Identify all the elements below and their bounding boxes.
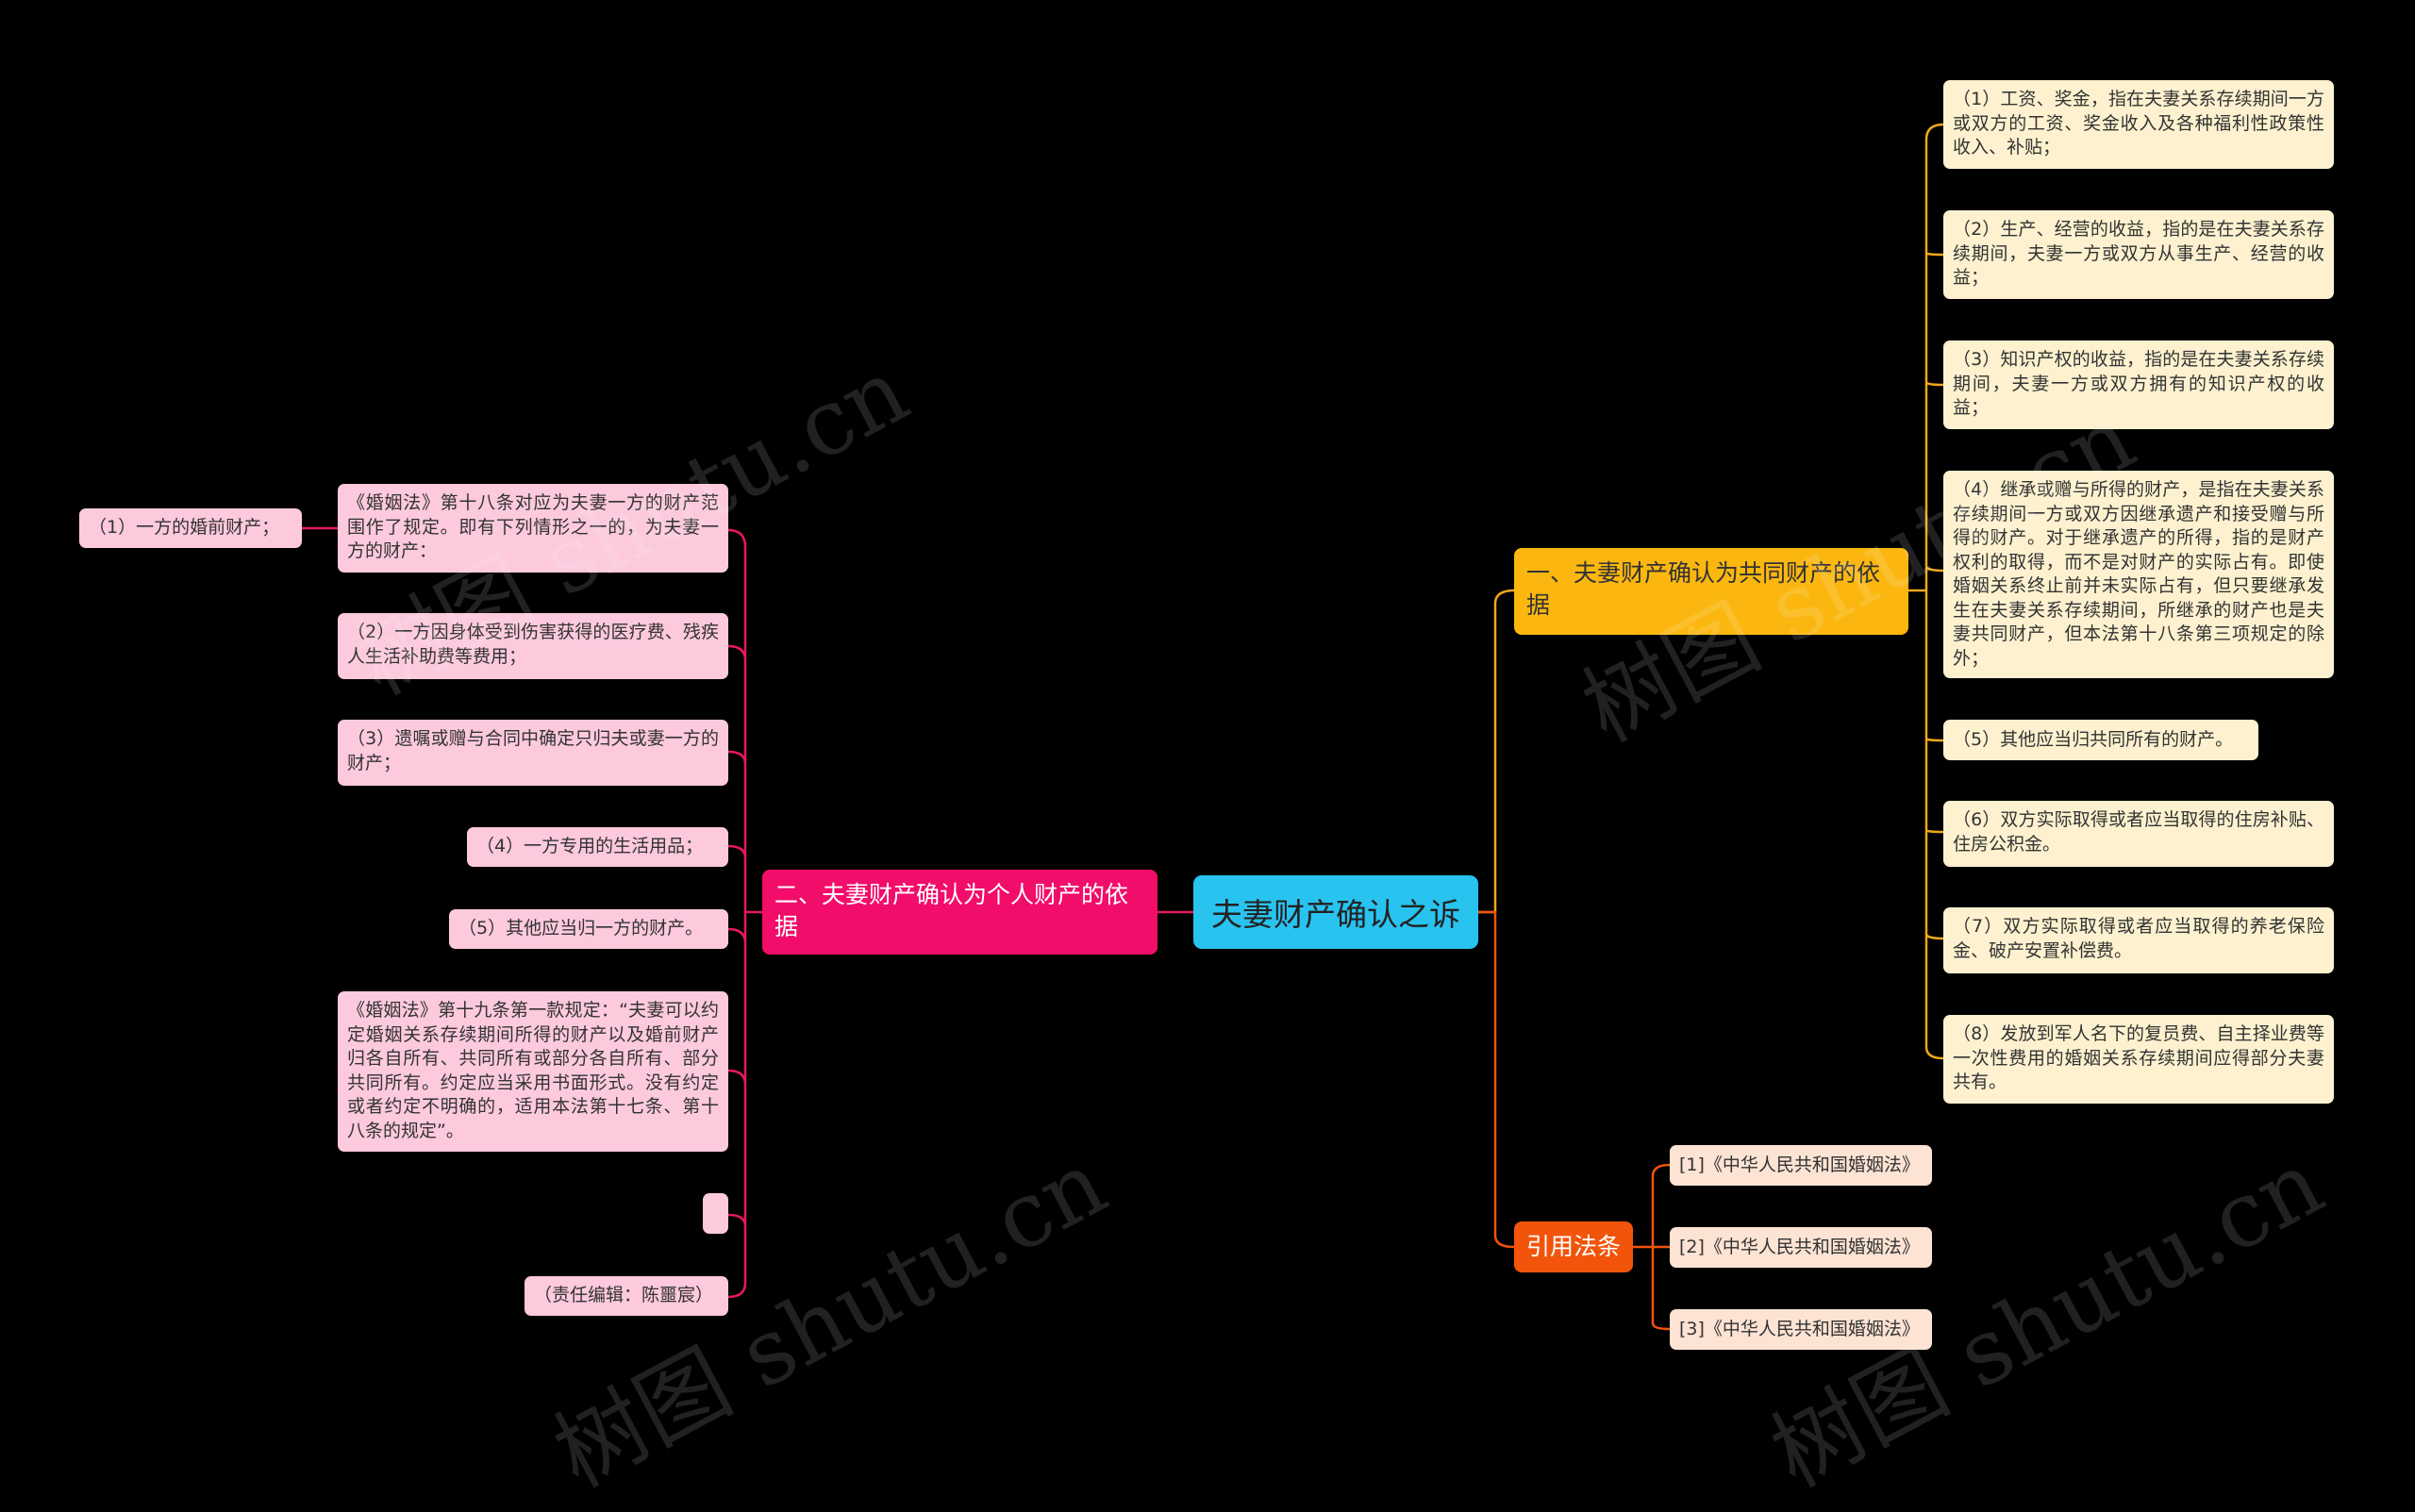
law-leaf-1[interactable]: [1]《中华人民共和国婚姻法》 bbox=[1670, 1145, 1932, 1186]
left-leaf-6[interactable]: 《婚姻法》第十九条第一款规定：“夫妻可以约定婚姻关系存续期间所得的财产以及婚前财… bbox=[338, 991, 728, 1152]
right-leaf-7[interactable]: （7）双方实际取得或者应当取得的养老保险金、破产安置补偿费。 bbox=[1943, 907, 2334, 973]
branch-label: 二、夫妻财产确认为个人财产的依据 bbox=[774, 881, 1129, 940]
branch-label: 一、夫妻财产确认为共同财产的依据 bbox=[1526, 559, 1881, 619]
law-leaf-3[interactable]: [3]《中华人民共和国婚姻法》 bbox=[1670, 1309, 1932, 1350]
link-law-spine bbox=[1633, 1163, 1671, 1331]
branch-common-property[interactable]: 一、夫妻财产确认为共同财产的依据 bbox=[1514, 548, 1908, 635]
branch-personal-property[interactable]: 二、夫妻财产确认为个人财产的依据 bbox=[762, 870, 1158, 955]
right-leaf-8[interactable]: （8）发放到军人名下的复员费、自主择业费等一次性费用的婚姻关系存续期间应得部分夫… bbox=[1943, 1015, 2334, 1104]
right-leaf-2[interactable]: （2）生产、经营的收益，指的是在夫妻关系存续期间，夫妻一方或双方从事生产、经营的… bbox=[1943, 210, 2334, 299]
root-node[interactable]: 夫妻财产确认之诉 bbox=[1193, 875, 1478, 949]
connector-lines bbox=[302, 123, 1944, 1331]
left-leaf-2[interactable]: （2）一方因身体受到伤害获得的医疗费、残疾人生活补助费等费用； bbox=[338, 613, 728, 679]
left-sub-leaf[interactable]: （1）一方的婚前财产； bbox=[79, 508, 302, 548]
link-right-spine bbox=[1908, 123, 1944, 1060]
right-leaf-3[interactable]: （3）知识产权的收益，指的是在夫妻关系存续期间，夫妻一方或双方拥有的知识产权的收… bbox=[1943, 341, 2334, 429]
branch-label: 引用法条 bbox=[1525, 1233, 1621, 1260]
right-leaf-6[interactable]: （6）双方实际取得或者应当取得的住房补贴、住房公积金。 bbox=[1943, 801, 2334, 867]
left-leaf-3[interactable]: （3）遗嘱或赠与合同中确定只归夫或妻一方的财产； bbox=[338, 720, 728, 786]
root-label: 夫妻财产确认之诉 bbox=[1211, 896, 1460, 933]
left-leaf-4[interactable]: （4）一方专用的生活用品； bbox=[467, 827, 728, 867]
branch-cited-laws[interactable]: 引用法条 bbox=[1514, 1221, 1633, 1272]
left-leaf-7-empty[interactable] bbox=[703, 1193, 728, 1234]
law-leaf-2[interactable]: [2]《中华人民共和国婚姻法》 bbox=[1670, 1227, 1932, 1268]
left-leaf-1[interactable]: 《婚姻法》第十八条对应为夫妻一方的财产范围作了规定。即有下列情形之一的，为夫妻一… bbox=[338, 484, 728, 573]
right-leaf-1[interactable]: （1）工资、奖金，指在夫妻关系存续期间一方或双方的工资、奖金收入及各种福利性政策… bbox=[1943, 80, 2334, 169]
link-left-spine bbox=[727, 528, 762, 1299]
left-leaf-5[interactable]: （5）其他应当归一方的财产。 bbox=[449, 909, 728, 949]
right-leaf-4[interactable]: （4）继承或赠与所得的财产，是指在夫妻关系存续期间一方或双方因继承遗产和接受赠与… bbox=[1943, 471, 2334, 678]
link-root-law bbox=[1478, 910, 1515, 1249]
right-leaf-5[interactable]: （5）其他应当归共同所有的财产。 bbox=[1943, 720, 2258, 760]
left-leaf-8[interactable]: （责任编辑：陈噩宸） bbox=[525, 1276, 728, 1316]
link-root-right bbox=[1478, 589, 1515, 914]
